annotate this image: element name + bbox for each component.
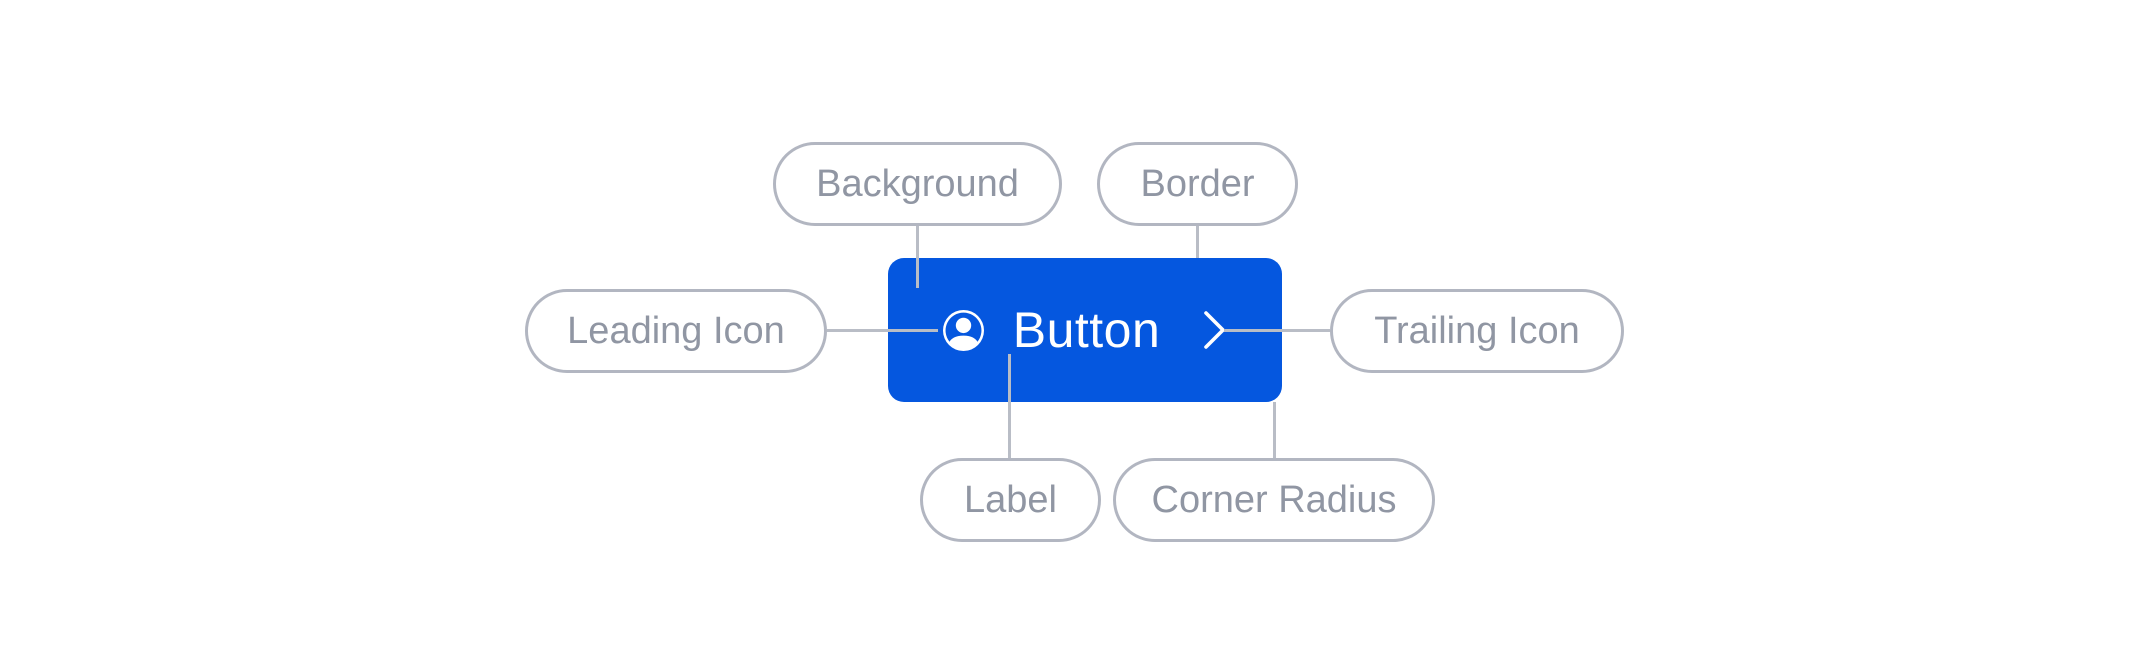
person-circle-icon xyxy=(942,309,984,351)
connector-label xyxy=(1008,354,1011,458)
connector-background xyxy=(916,226,919,288)
annotation-label-trailing-icon: Trailing Icon xyxy=(1374,310,1580,352)
chevron-right-icon xyxy=(1202,309,1227,351)
annotation-pill-trailing-icon: Trailing Icon xyxy=(1330,289,1624,373)
annotation-label-label: Label xyxy=(964,479,1057,521)
demo-button-label: Button xyxy=(1012,302,1161,358)
annotation-pill-background: Background xyxy=(773,142,1062,226)
annotation-label-background: Background xyxy=(816,163,1019,205)
annotation-label-corner-radius: Corner Radius xyxy=(1151,479,1397,521)
annotation-label-leading-icon: Leading Icon xyxy=(567,310,785,352)
annotation-pill-border: Border xyxy=(1097,142,1298,226)
annotation-pill-label: Label xyxy=(920,458,1101,542)
annotation-pill-corner-radius: Corner Radius xyxy=(1113,458,1435,542)
demo-button[interactable]: Button xyxy=(888,258,1282,402)
connector-trailing-icon xyxy=(1224,329,1330,332)
annotation-label-border: Border xyxy=(1140,163,1255,205)
connector-corner-radius xyxy=(1273,402,1276,458)
connector-border xyxy=(1196,226,1199,258)
connector-leading-icon xyxy=(827,329,938,332)
annotation-pill-leading-icon: Leading Icon xyxy=(525,289,827,373)
